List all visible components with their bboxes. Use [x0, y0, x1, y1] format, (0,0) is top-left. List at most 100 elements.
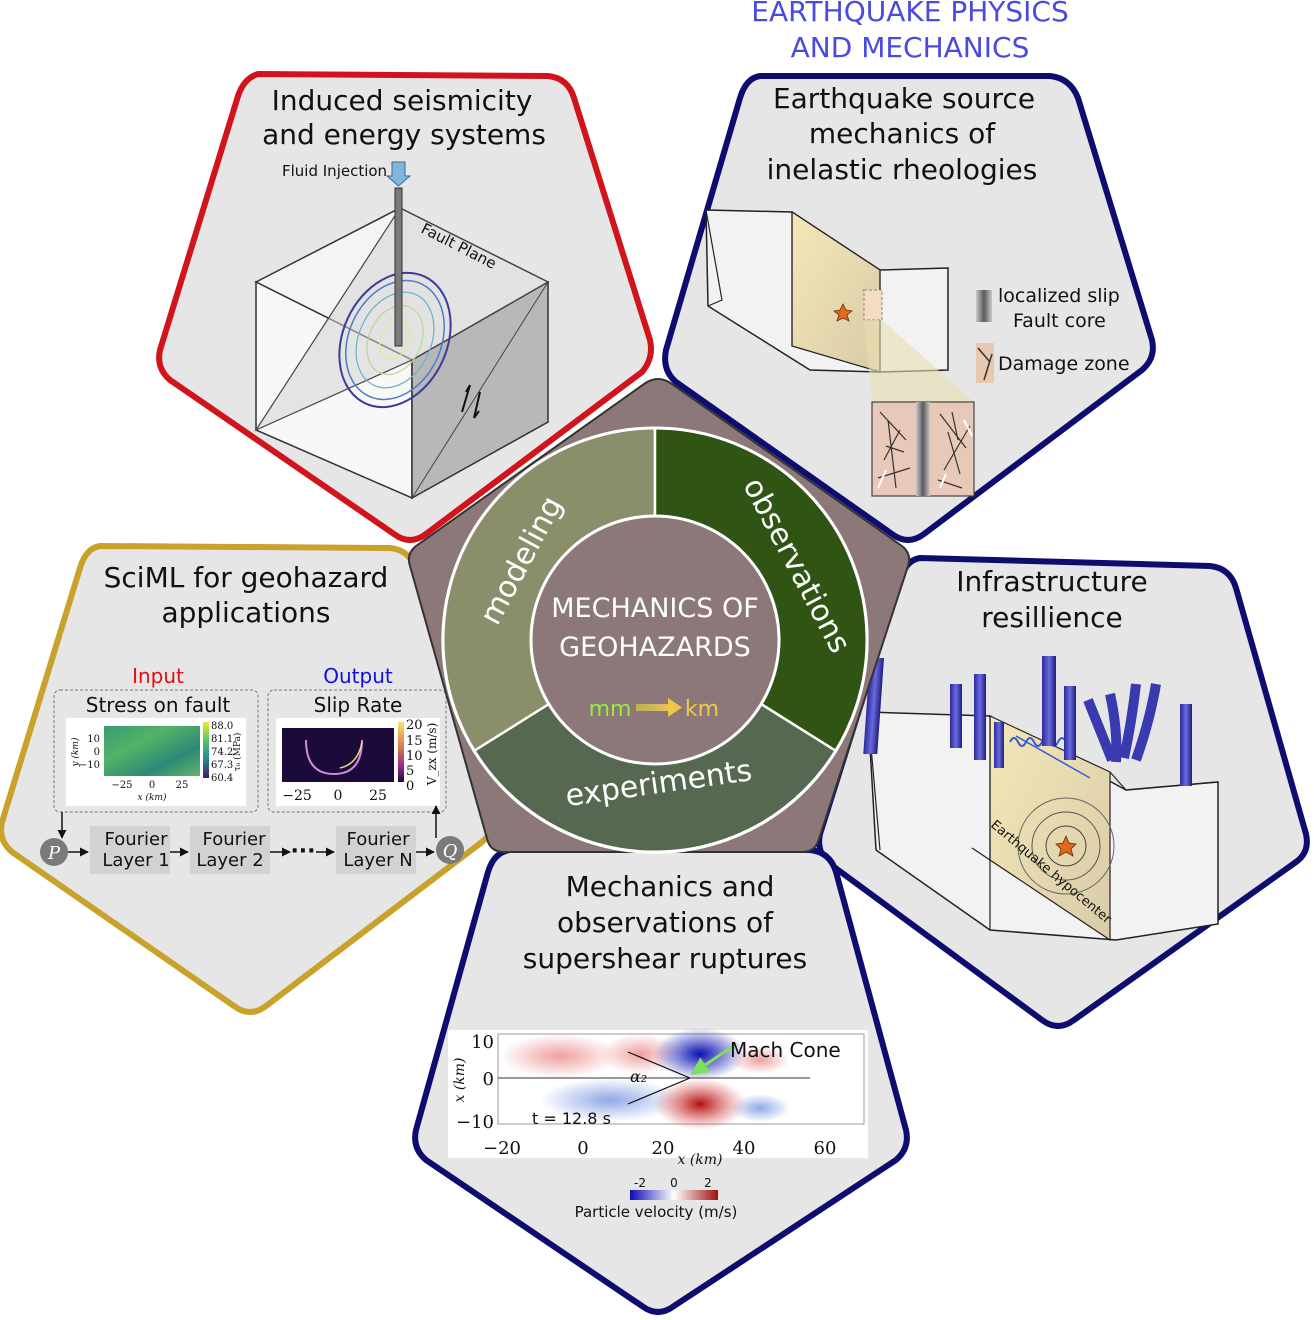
input-axis-x: x (km)	[138, 792, 167, 803]
infra-title-line2: resillience	[981, 601, 1122, 634]
scale-to: km	[685, 697, 719, 722]
fault-core-legend-icon	[976, 290, 992, 322]
q-node-label: Q	[443, 841, 458, 862]
input-cbar-3: 67.3	[211, 760, 233, 771]
alpha-label: α₂	[630, 1067, 647, 1086]
fourier-layer-n	[336, 826, 416, 874]
source-title-line3: inelastic rheologies	[767, 153, 1038, 186]
supershear-title-line1: Mechanics and	[566, 870, 775, 903]
panel-induced-seismicity: Induced seismicity and energy systems Fl…	[156, 70, 654, 543]
ss-tick-x-2: 20	[652, 1138, 675, 1159]
fault-block-illustration	[254, 161, 550, 500]
fourier-layer-2-line2: Layer 2	[196, 850, 263, 871]
panel-supershear: Mechanics and observations of supershear…	[412, 847, 910, 1315]
input-tick-x-1: 0	[149, 780, 155, 791]
center-core	[529, 514, 781, 766]
induced-title-line1: Induced seismicity	[272, 84, 533, 117]
fourier-layer-n-line2: Layer N	[343, 850, 412, 871]
ss-axis-y: x (km)	[452, 1057, 468, 1102]
q-node	[436, 836, 464, 864]
slip-arrows-icon	[461, 384, 481, 419]
source-title-line1: Earthquake source	[773, 82, 1035, 115]
cbar-tick-1: 0	[670, 1176, 678, 1190]
ss-tick-y-0: 10	[471, 1032, 494, 1053]
pipeline-dots: ···	[290, 839, 315, 864]
building-5	[1042, 656, 1056, 746]
legend-damage-zone: Damage zone	[998, 353, 1130, 375]
legend-localized-slip: localized slip	[998, 285, 1120, 307]
output-cbar-1: 15	[406, 734, 423, 749]
output-box-title: Slip Rate	[314, 693, 403, 717]
building-4	[994, 722, 1004, 768]
infra-title-line1: Infrastructure	[956, 565, 1148, 598]
center-hub: modeling observations experiments MECHAN…	[407, 378, 911, 854]
particle-velocity-colorbar	[630, 1190, 718, 1200]
sciml-output-label: Output	[323, 664, 393, 688]
panel-source-mechanics: Earthquake source mechanics of inelastic…	[662, 73, 1156, 543]
ss-tick-x-4: 60	[814, 1138, 837, 1159]
damage-zone-legend-icon	[976, 343, 994, 383]
input-cbar-1: 81.1	[211, 734, 233, 745]
source-fault-block	[705, 209, 975, 497]
supershear-title-line3: supershear ruptures	[523, 942, 807, 975]
input-axis-y: y (km)	[70, 737, 81, 767]
building-9	[1119, 683, 1141, 760]
sciml-title-line1: SciML for geohazard	[104, 561, 389, 594]
ss-tick-x-0: −20	[483, 1138, 521, 1159]
time-label: t = 12.8 s	[532, 1109, 611, 1128]
fourier-layer-2	[190, 826, 270, 874]
p-node-label: P	[47, 843, 61, 864]
input-cbar-label: τ₀ (MPa)	[232, 733, 243, 772]
building-6	[1064, 686, 1076, 760]
mach-cone-label: Mach Cone	[730, 1038, 841, 1062]
cbar-label: Particle velocity (m/s)	[575, 1203, 738, 1221]
input-box	[53, 689, 259, 813]
input-stress-map	[104, 726, 200, 776]
infra-block	[863, 656, 1219, 942]
input-tick-y-1: 0	[94, 747, 100, 758]
fourier-layer-1	[90, 826, 170, 874]
scale-arrow-shaft	[636, 704, 668, 711]
output-tick-x-1: 0	[334, 788, 343, 804]
p-node	[40, 838, 68, 866]
center-title-line2: GEOHAZARDS	[559, 632, 751, 663]
fourier-layer-n-line1: Fourier	[346, 829, 410, 850]
output-box	[267, 689, 447, 813]
fluid-injection-label: Fluid Injection	[282, 162, 387, 180]
output-cbar-2: 10	[406, 749, 423, 764]
input-colorbar	[203, 722, 209, 778]
output-tick-x-0: −25	[282, 788, 312, 804]
building-11	[1180, 704, 1192, 786]
scale-from: mm	[589, 697, 632, 722]
cbar-tick-0: -2	[634, 1176, 646, 1190]
scale-arrow-icon	[668, 698, 682, 717]
building-3	[974, 674, 986, 760]
ss-tick-x-3: 40	[733, 1138, 756, 1159]
building-2	[950, 684, 962, 748]
fourier-layer-2-line1: Fourier	[202, 829, 266, 850]
building-10	[1131, 683, 1161, 762]
input-cbar-4: 60.4	[211, 773, 233, 784]
input-cbar-0: 88.0	[211, 721, 233, 732]
output-cbar-3: 5	[406, 764, 414, 779]
source-title-line2: mechanics of	[809, 117, 996, 150]
output-cbar-label: V_zx (m/s)	[425, 723, 439, 787]
panel-sciml: SciML for geohazard applications Input O…	[0, 542, 496, 1015]
output-cbar-4: 0	[406, 779, 414, 794]
output-tick-x-2: 25	[369, 788, 387, 804]
sciml-input-label: Input	[132, 664, 184, 688]
output-cbar-0: 20	[406, 718, 423, 733]
hypocenter-star-icon	[833, 303, 853, 322]
cbar-tick-2: 2	[704, 1176, 712, 1190]
building-8	[1105, 692, 1122, 763]
input-cbar-2: 74.2	[211, 747, 233, 758]
sciml-title-line2: applications	[161, 596, 330, 629]
header-line1: EARTHQUAKE PHYSICS	[751, 0, 1068, 28]
legend-fault-core: Fault core	[1013, 310, 1106, 332]
input-tick-x-0: −25	[111, 780, 132, 791]
supershear-title-line2: observations of	[557, 906, 774, 939]
ss-tick-y-2: −10	[456, 1112, 494, 1133]
fourier-layer-1-line1: Fourier	[104, 829, 168, 850]
fourier-layer-1-line2: Layer 1	[102, 850, 169, 871]
input-tick-y-0: 10	[87, 734, 100, 745]
